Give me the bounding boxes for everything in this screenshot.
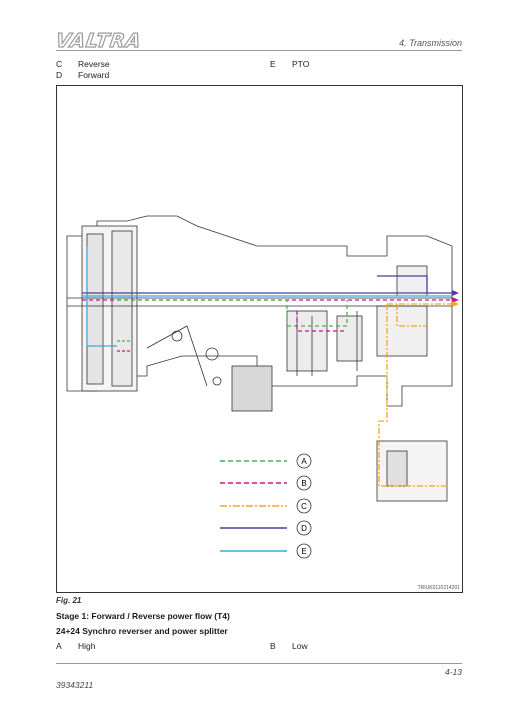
valtra-logo: VALTRA	[54, 29, 144, 52]
legend-circle-b	[296, 475, 312, 491]
caption-subtitle: 24+24 Synchro reverser and power splitte…	[56, 626, 228, 636]
caption-title: Stage 1: Forward / Reverse power flow (T…	[56, 611, 230, 621]
legend-key-c: C	[301, 502, 307, 511]
page-number: 4-13	[444, 667, 462, 677]
figure-code: TRIUK0110214201	[417, 585, 460, 591]
caption-item-a: A High	[56, 641, 95, 651]
legend-item-d: D Forward	[56, 70, 109, 80]
line-legend: A B C D E	[220, 453, 312, 559]
figure-label: Fig. 21	[56, 596, 82, 605]
footer-divider	[56, 663, 462, 664]
legend-label: PTO	[292, 59, 310, 69]
legend-circle-e	[296, 543, 312, 559]
caption-label: Low	[292, 641, 308, 651]
legend-item-c: C Reverse	[56, 59, 110, 69]
legend-key: E	[270, 59, 276, 69]
legend-key: C	[56, 59, 63, 69]
document-number: 39343211	[56, 680, 94, 690]
legend-key-a: A	[301, 457, 307, 466]
housing-outline	[66, 215, 453, 502]
legend-circle-c	[296, 498, 312, 514]
figure-frame: A B C D E	[56, 85, 463, 593]
legend-label: Forward	[78, 70, 110, 80]
legend-key: D	[56, 70, 63, 80]
legend-circle-a	[296, 453, 312, 469]
caption-item-b: B Low	[270, 641, 308, 651]
section-title: 4. Transmission	[399, 38, 462, 48]
legend-key-b: B	[301, 479, 306, 488]
legend-item-e: E PTO	[270, 59, 309, 69]
caption-label: High	[78, 641, 96, 651]
legend-key-d: D	[301, 524, 307, 533]
caption-key: B	[270, 641, 276, 651]
power-flow-lines	[82, 246, 452, 487]
legend-circle-d	[296, 520, 312, 536]
legend-key-e: E	[301, 547, 306, 556]
output-arrows	[452, 290, 459, 307]
caption-key: A	[56, 641, 62, 651]
legend-label: Reverse	[78, 59, 110, 69]
header-divider	[56, 50, 462, 51]
transmission-diagram: A B C D E	[66, 215, 459, 559]
